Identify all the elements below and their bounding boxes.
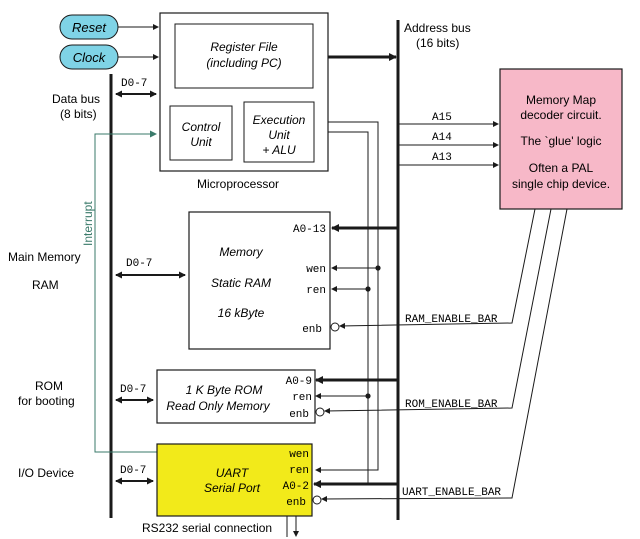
uart-enb-pin: enb (286, 497, 306, 509)
uart-block: UART Serial Port wen ren A0-2 enb (156, 443, 322, 517)
register-file-line2: (including PC) (206, 56, 281, 70)
decoder-line3: The `glue' logic (521, 134, 602, 148)
rom-enb-pin: enb (289, 409, 309, 421)
rs232-label: RS232 serial connection (142, 521, 272, 535)
decoder-line4: Often a PAL (529, 161, 594, 175)
main-memory-side-label-line2: RAM (32, 278, 59, 292)
rom-side-label-line2: for booting (18, 394, 75, 408)
uart-enable-label: UART_ENABLE_BAR (402, 487, 501, 499)
uart-enable-line (321, 208, 568, 502)
interrupt-label: Interrupt (81, 201, 95, 246)
reset-label: Reset (72, 20, 107, 35)
ram-ren-pin: ren (306, 285, 326, 297)
wen-wire (315, 121, 379, 473)
ram-line3: 16 kByte (218, 306, 265, 320)
rom-line1: 1 K Byte ROM (186, 383, 263, 397)
execution-unit-line1: Execution (253, 113, 306, 127)
ram-block: Memory Static RAM 16 kByte A0-13 wen ren… (188, 211, 340, 350)
rom-ren-pin: ren (292, 392, 312, 404)
diagram-circle (375, 265, 381, 271)
register-file-box (174, 23, 314, 89)
uart-ren-pin: ren (289, 465, 309, 477)
uart-side-label: I/O Device (18, 466, 74, 480)
d07-cpu-label: D0-7 (121, 78, 147, 90)
address-bus-label-line1: Address bus (404, 21, 471, 35)
control-unit-line2: Unit (190, 135, 212, 149)
uart-line2: Serial Port (204, 481, 261, 495)
execution-unit-line3: + ALU (262, 143, 296, 157)
control-unit-line1: Control (182, 120, 221, 134)
diagram-circle (330, 322, 340, 332)
decoder-line5: single chip device. (512, 177, 610, 191)
d07-uart-label: D0-7 (120, 465, 146, 477)
rom-addr-pin: A0-9 (286, 376, 312, 388)
rom-enable-line (324, 208, 552, 414)
ram-enable-label: RAM_ENABLE_BAR (405, 314, 498, 326)
interrupt-line (94, 130, 158, 453)
register-file-line1: Register File (210, 40, 278, 54)
a15-label: A15 (432, 112, 452, 124)
diagram-rect (188, 211, 331, 350)
diagram-circle (365, 286, 371, 292)
microprocessor-label: Microprocessor (197, 177, 279, 191)
ram-addr-pin: A0-13 (293, 224, 326, 236)
uart-wen-pin: wen (289, 449, 309, 461)
memory-map-decoder: Memory Map decoder circuit. The `glue' l… (499, 68, 623, 210)
address-bus-label-line2: (16 bits) (416, 36, 459, 50)
diagram-rect (156, 369, 316, 424)
uart-line1: UART (216, 466, 250, 480)
execution-unit-line2: Unit (268, 128, 290, 142)
diagram-rect (499, 68, 623, 210)
decoder-line2: decoder circuit. (520, 108, 601, 122)
a13-label: A13 (432, 152, 452, 164)
control-unit-box (169, 105, 233, 161)
ram-enb-pin: enb (302, 324, 322, 336)
uart-addr-pin: A0-2 (283, 481, 309, 493)
ram-enable-line (339, 208, 536, 329)
diagram-circle (315, 407, 325, 417)
data-bus-label-line2: (8 bits) (60, 107, 97, 121)
ram-line2: Static RAM (211, 276, 271, 290)
clock-input: Clock (59, 44, 159, 70)
rom-enable-label: ROM_ENABLE_BAR (405, 399, 498, 411)
main-memory-side-label-line1: Main Memory (8, 250, 81, 264)
decoder-line1: Memory Map (526, 93, 596, 107)
diagram-rect (156, 443, 313, 517)
data-bus-label-line1: Data bus (52, 92, 100, 106)
microprocessor-block: Register File (including PC) Control Uni… (159, 12, 329, 191)
rom-side-label-line1: ROM (35, 379, 63, 393)
rom-block: 1 K Byte ROM Read Only Memory A0-9 ren e… (156, 369, 325, 424)
a14-label: A14 (432, 132, 452, 144)
execution-unit-box (243, 101, 315, 163)
diagram-circle (365, 393, 371, 399)
diagram-circle (312, 495, 322, 505)
d07-rom-label: D0-7 (120, 384, 146, 396)
rom-line2: Read Only Memory (166, 399, 270, 413)
ram-wen-pin: wen (306, 264, 326, 276)
d07-ram-label: D0-7 (126, 258, 152, 270)
ram-title: Memory (219, 245, 263, 259)
reset-input: Reset (59, 14, 159, 40)
clock-label: Clock (73, 50, 107, 65)
